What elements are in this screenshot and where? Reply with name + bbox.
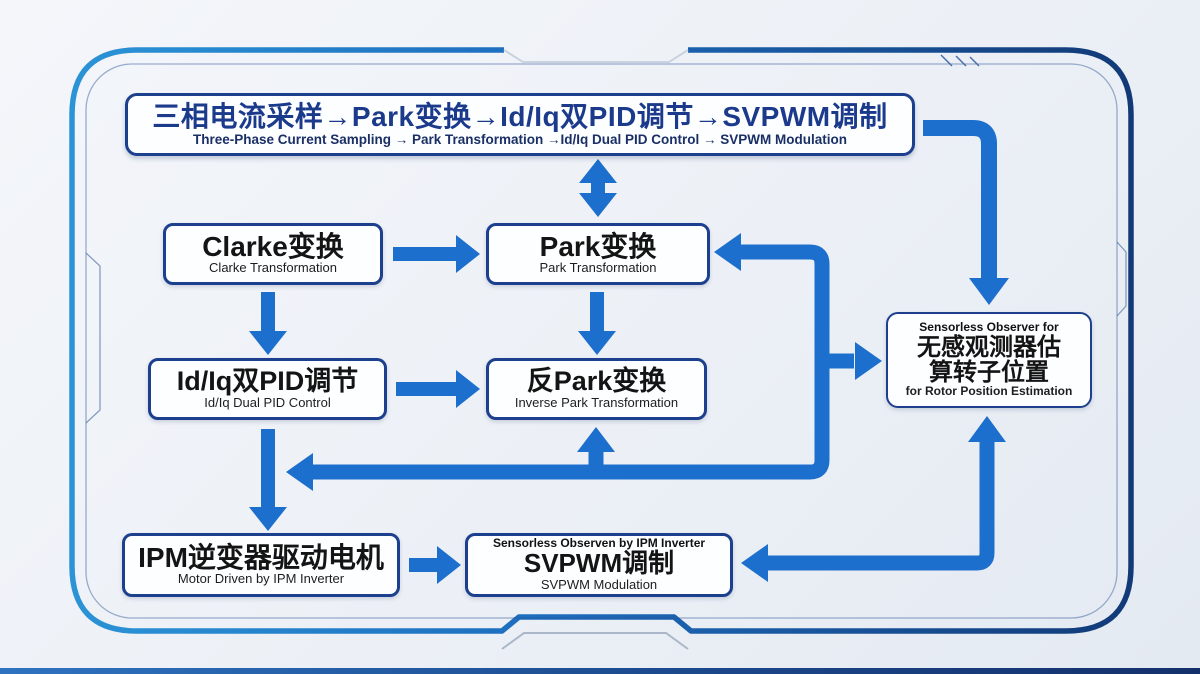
arrowhead-into-observer	[855, 342, 882, 380]
frame-left-bump	[85, 252, 101, 424]
idiq-label-zh: Id/Iq双PID调节	[176, 366, 359, 397]
observer-svpwm-link	[741, 416, 1006, 582]
banner-to-observer	[923, 120, 1009, 305]
arrowhead-down-observer	[969, 278, 1009, 305]
arrowhead-into-park	[714, 233, 741, 271]
frame-bottom-echo	[501, 632, 689, 650]
banner-box: 三相电流采样→Park变换→Id/Iq双PID调节→SVPWM调制 Three-…	[125, 93, 915, 156]
park-label-zh: Park变换	[539, 230, 657, 262]
clarke-label-en: Clarke Transformation	[209, 260, 337, 276]
node-idiq-dual-pid: Id/Iq双PID调节 Id/Iq Dual PID Control	[148, 358, 387, 420]
banner-observer-line	[923, 120, 997, 278]
frame-inner-line	[85, 63, 1118, 619]
arrow-idiq-to-ipm	[249, 429, 287, 531]
arrowhead-into-svpwm	[741, 544, 768, 582]
clarke-label-zh: Clarke变换	[202, 230, 344, 262]
node-svpwm-modulation: Sensorless Observen by IPM Inverter SVPW…	[465, 533, 733, 597]
svpwm-label-en-top: Sensorless Observen by IPM Inverter	[492, 536, 706, 551]
idiq-label-en: Id/Iq Dual PID Control	[204, 394, 331, 410]
banner-title-en: Three-Phase Current Sampling → Park Tran…	[192, 131, 848, 147]
flow-arrows	[249, 120, 1009, 584]
observer-label-en-bottom: for Rotor Position Estimation	[905, 383, 1073, 398]
arrow-clarke-to-idiq	[249, 292, 287, 355]
feedback-bus	[286, 233, 882, 491]
ipm-label-zh: IPM逆变器驱动电机	[138, 541, 384, 573]
arrowhead-up-observer	[968, 416, 1006, 442]
node-clarke-transformation: Clarke变换 Clarke Transformation	[163, 223, 383, 285]
inverse-park-label-en: Inverse Park Transformation	[514, 394, 679, 410]
bottom-accent-bar	[0, 668, 1200, 674]
park-label-en: Park Transformation	[539, 260, 657, 276]
frame-border	[69, 47, 1134, 634]
ipm-label-en: Motor Driven by IPM Inverter	[177, 571, 345, 587]
arrow-idiq-to-inverse-park	[396, 370, 480, 408]
frame-top-notch	[503, 49, 689, 63]
node-ipm-inverter: IPM逆变器驱动电机 Motor Driven by IPM Inverter	[122, 533, 400, 597]
arrowhead-into-inverse-park	[577, 427, 615, 452]
tech-frame	[69, 47, 1134, 650]
observer-label-zh-line1: 无感观测器估	[917, 333, 1061, 361]
arrow-clarke-to-park	[393, 235, 480, 273]
arrow-banner-park-bidirectional	[579, 159, 617, 217]
arrow-ipm-to-svpwm	[409, 546, 461, 584]
arrow-park-to-inverse-park	[578, 292, 616, 355]
frame-slash-marks	[940, 54, 980, 67]
node-park-transformation: Park变换 Park Transformation	[486, 223, 710, 285]
inverse-park-label-zh: 反Park变换	[526, 366, 667, 397]
frame-right-bump	[1116, 241, 1127, 317]
observer-label-en-top: Sensorless Observer for	[919, 320, 1059, 335]
arrowhead-feedback-left	[286, 453, 313, 491]
node-sensorless-observer: Sensorless Observer for 无感观测器估 算转子位置 for…	[886, 312, 1092, 408]
observer-svpwm-line	[767, 441, 995, 571]
banner-title-zh: 三相电流采样→Park变换→Id/Iq双PID调节→SVPWM调制	[152, 100, 888, 132]
svpwm-label-en-bottom: SVPWM Modulation	[540, 576, 658, 592]
svpwm-label-zh: SVPWM调制	[523, 548, 675, 579]
node-inverse-park: 反Park变换 Inverse Park Transformation	[486, 358, 707, 420]
observer-label-zh-line2: 算转子位置	[929, 358, 1049, 386]
